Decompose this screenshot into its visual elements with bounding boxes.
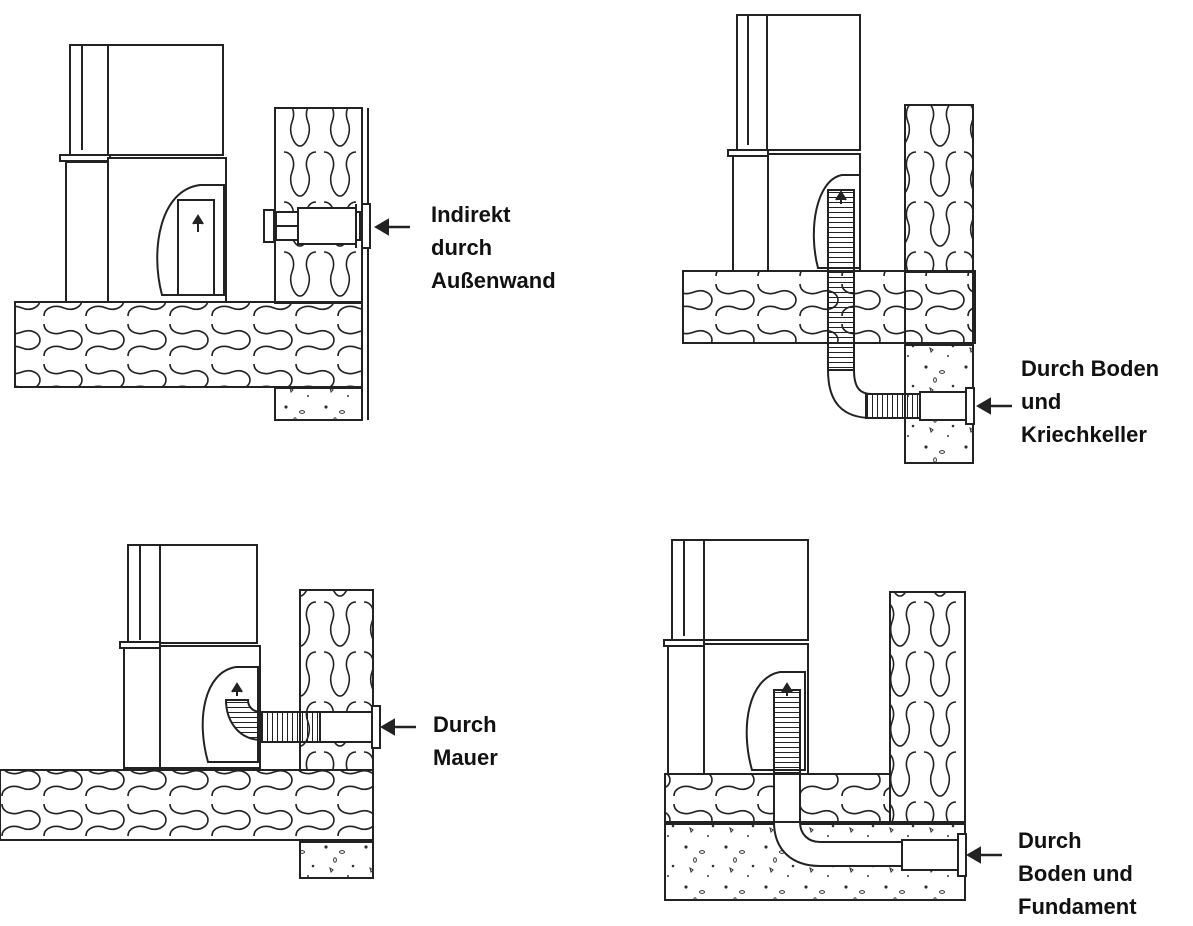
label-masonry: Durch Mauer <box>433 708 498 774</box>
label-masonry-line-2: Mauer <box>433 745 498 770</box>
label-foundation-line-2: Boden und <box>1018 861 1133 886</box>
label-crawlspace-line-1: Durch Boden <box>1021 356 1160 381</box>
arrow-masonry-icon <box>380 718 416 736</box>
label-crawlspace: Durch Boden und Kriechkeller <box>1021 352 1159 451</box>
panel-masonry-drawing <box>0 544 381 879</box>
label-masonry-line-1: Durch <box>433 712 497 737</box>
label-wall: Indirekt durch Außenwand <box>431 198 556 297</box>
arrow-crawlspace-icon <box>976 397 1012 415</box>
label-crawlspace-line-3: Kriechkeller <box>1021 422 1147 447</box>
label-wall-line-1: Indirekt <box>431 202 511 227</box>
label-crawlspace-line-2: und <box>1021 389 1062 414</box>
panel-crawlspace-drawing <box>682 14 976 464</box>
label-foundation-line-1: Durch <box>1018 828 1082 853</box>
arrow-foundation-icon <box>966 846 1002 864</box>
label-wall-line-3: Außenwand <box>431 268 556 293</box>
panel-wall-drawing <box>14 44 371 421</box>
label-foundation-line-3: Fundament <box>1018 894 1137 919</box>
arrow-wall-icon <box>374 218 410 236</box>
panel-foundation-drawing <box>663 539 967 901</box>
label-foundation: Durch Boden und Fundament <box>1018 824 1137 923</box>
label-wall-line-2: durch <box>431 235 493 260</box>
